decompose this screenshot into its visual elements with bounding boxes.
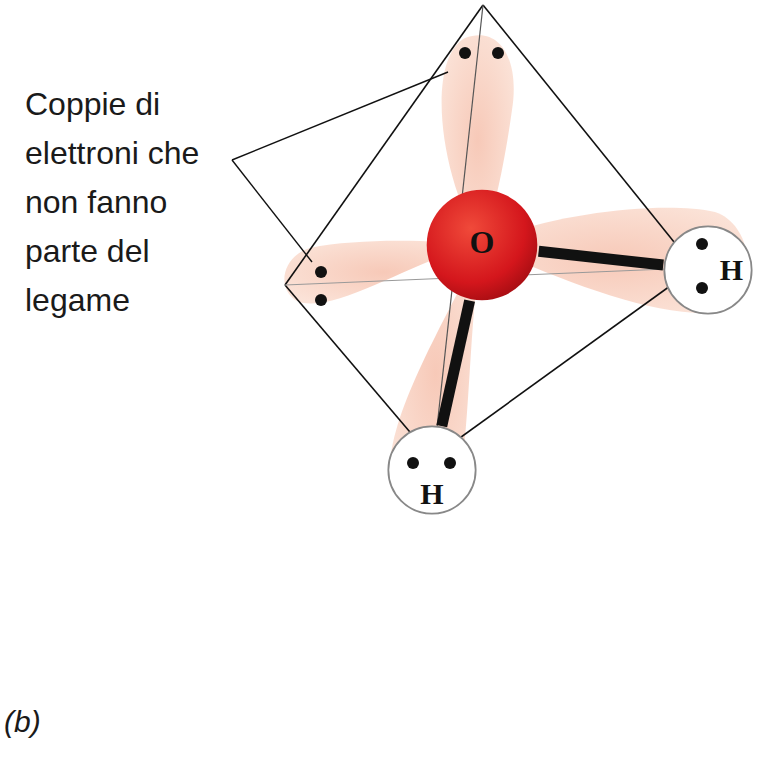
atom-symbol: O: [470, 224, 495, 261]
figure-letter: (b): [4, 704, 84, 740]
oxygen-atom: O: [425, 188, 539, 302]
atom-symbol: H: [420, 477, 443, 511]
hydrogen-atom: H: [387, 425, 477, 515]
covalent-bond: [539, 251, 664, 265]
covalent-bond: [442, 301, 470, 426]
hydrogen-atom: H: [663, 225, 753, 315]
atom-symbol: H: [720, 253, 743, 287]
leader-lines: [232, 72, 448, 262]
callout-text: Coppie di elettroni che non fanno parte …: [25, 80, 225, 325]
tetrahedron-edges: [285, 5, 695, 458]
